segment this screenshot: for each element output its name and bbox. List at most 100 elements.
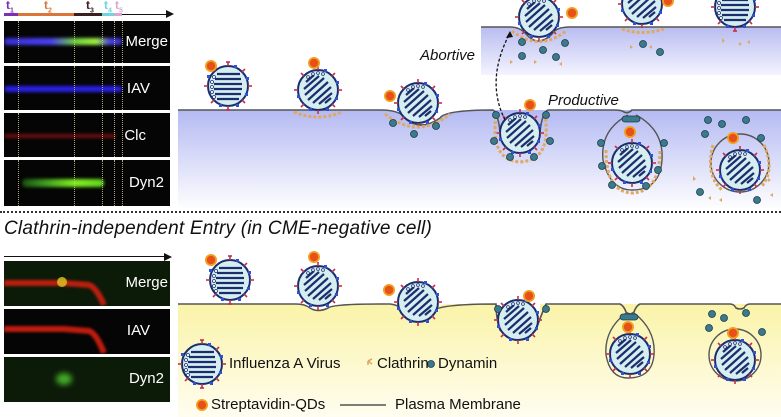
qd-icon [205,254,217,266]
dynamin-icon [758,328,766,336]
vesicle-membrane [605,312,655,379]
cie-pathway [178,251,781,417]
dynamin-icon [660,139,668,147]
clathrin-coat [293,110,343,119]
qd-icon [566,7,578,19]
dynamin-icon [639,40,647,48]
dynamin-collar [621,115,641,123]
cme-pathway [178,0,781,210]
time-marker [114,113,115,157]
timeline-line [4,256,164,257]
clathrin-coat [621,27,665,34]
dynamin-icon [598,162,606,170]
dynamin-icon [597,139,605,147]
dynamin-icon [539,46,547,54]
timeline-segment-t3 [74,13,102,16]
timeline-segment-t4 [102,13,114,16]
dynamin-icon [546,137,554,145]
kymograph-bottom-dyn2: Dyn2 [4,357,170,402]
timeline-label-t2: t2 [44,0,52,15]
kymograph-bottom-merge: Merge [4,261,170,306]
dynamin-icon [642,182,650,190]
virus-stage-4 [494,107,546,159]
time-marker [102,113,103,157]
clathrin-coat [384,112,451,129]
time-marker [18,66,19,110]
signal-trace [4,326,107,354]
dynamin-icon [720,314,728,322]
clathrin-coat [709,144,724,192]
dynamin-icon [389,119,397,127]
qd-icon [727,132,739,144]
kymograph-top-dyn2: Dyn2 [4,160,170,206]
dynamin-icon [757,134,765,142]
clathrin-coat [511,29,567,43]
timeline-arrowhead [166,10,174,18]
dynamin-icon [654,166,662,174]
time-marker [102,66,103,110]
dynamin-icon [530,153,538,161]
timeline-segment-t2 [18,13,74,16]
virus-stage-5 [606,137,658,189]
dynamin-icon [410,130,418,138]
time-marker [18,113,19,157]
dynamin-icon [718,120,726,128]
dynamin-icon [696,188,704,196]
virus-stage-5 [604,328,656,380]
dynamin-icon [490,137,498,145]
productive-label: Productive [548,92,619,109]
kymograph-top-merge: Merge [4,21,170,63]
timeline-segment-t1 [4,13,18,16]
panel-label: Dyn2 [128,370,164,387]
time-marker [74,113,75,157]
time-marker [74,21,75,63]
dynamin-icon [518,52,526,60]
qd-icon [622,321,634,333]
timeline-label-t1: t1 [6,0,14,15]
panel-label: Merge [125,33,168,50]
time-marker [114,21,115,63]
kymograph-bottom-iav: IAV [4,309,170,354]
time-marker [74,66,75,110]
dynamin-icon [542,111,550,119]
signal-trace [4,38,122,45]
timeline-label-t4: t4 [104,0,112,15]
abortive-label: Abortive [420,47,476,64]
time-marker [102,21,103,63]
cell-cytoplasm-top [178,110,781,210]
virus-stage-6 [709,334,761,386]
legend-qd-icon [196,399,208,411]
dynamin-icon [704,116,712,124]
dynamin-icon [708,310,716,318]
time-marker [74,160,75,206]
dynamin-icon [552,53,560,61]
section-divider [0,211,781,213]
dynamin-icon [742,309,750,317]
dynamin-icon [608,181,616,189]
dynamin-icon [705,324,713,332]
time-marker [18,160,19,206]
dynamin-icon [518,38,526,46]
qd-icon [662,0,674,7]
clathrin-free [693,176,773,202]
panel-label: IAV [126,80,150,97]
time-marker [122,113,123,157]
dynamin-icon [506,153,514,161]
timeline-label-t5: t5 [115,0,123,15]
qd-icon [383,284,395,296]
qd-icon [727,327,739,339]
timeline-segment-t5 [114,13,122,16]
time-marker [122,160,123,206]
time-marker [122,21,123,63]
virus-stage-6 [714,144,766,196]
timeline-axis: t1 t2 t3 t4 t5 [4,0,174,20]
qd-icon [523,290,535,302]
signal-trace [4,86,122,92]
qd-icon [308,251,320,263]
qd-icon [524,99,536,111]
clathrin-free [510,38,750,66]
signal-trace [22,179,104,187]
legend-clathrin-icon [367,358,373,365]
signal-trace [4,134,116,138]
